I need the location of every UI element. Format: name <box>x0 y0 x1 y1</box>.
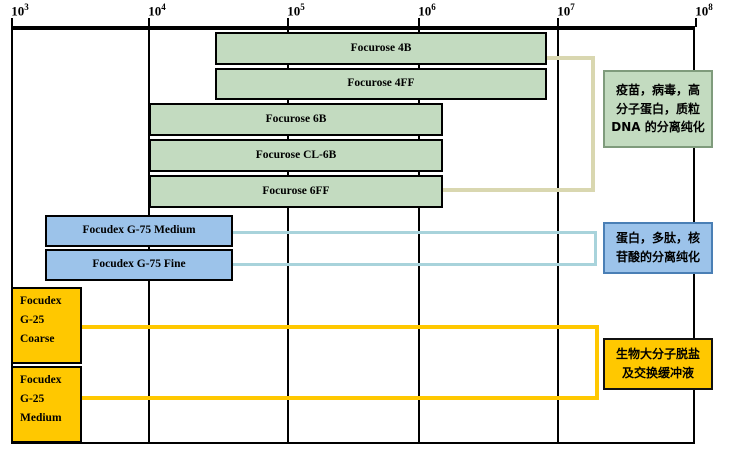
connector-green-top-horizontal <box>545 56 595 60</box>
bar-focudex-g75-medium[interactable]: Focudex G-75 Medium <box>45 215 233 247</box>
x-axis-line <box>11 26 695 28</box>
bar-focurose-4b[interactable]: Focurose 4B <box>215 32 547 65</box>
bar-focudex-g75-fine[interactable]: Focudex G-75 Fine <box>45 249 233 281</box>
connector-blue-vertical <box>594 231 597 265</box>
bar-focudex-g25-medium[interactable]: Focudex G-25 Medium <box>11 366 82 443</box>
callout-g25-applications: 生物大分子脱盐 及交换缓冲液 <box>603 338 713 390</box>
axis-tick-label-5: 107 <box>557 2 575 19</box>
gridline-1e7 <box>557 28 559 444</box>
axis-tick-exp-4: 6 <box>431 2 436 12</box>
bar-focurose-4ff[interactable]: Focurose 4FF <box>215 68 547 100</box>
connector-green-vertical <box>591 56 595 190</box>
axis-tick-exp-6: 8 <box>708 2 713 12</box>
callout-yellow-line1: 生物大分子脱盐 <box>615 347 700 362</box>
callout-agarose-applications: 疫苗，病毒，高 分子蛋白，质粒 DNA 的分离纯化 <box>603 70 713 148</box>
axis-tick-label-4: 106 <box>418 2 436 19</box>
bar-label-focurose-6ff: Focurose 6FF <box>262 184 330 197</box>
bar-label-focurose-4ff: Focurose 4FF <box>347 77 415 90</box>
bar-focurose-6b[interactable]: Focurose 6B <box>149 103 443 136</box>
bar-label-focurose-4b: Focurose 4B <box>350 41 412 54</box>
callout-green-line3: DNA 的分离纯化 <box>611 120 705 135</box>
connector-yellow-vertical <box>595 325 599 400</box>
axis-tick-label-6: 108 <box>695 2 713 19</box>
connector-yellow-top-horizontal <box>80 325 598 329</box>
axis-tick-base-6: 10 <box>695 3 709 19</box>
axis-tick-base-4: 10 <box>418 3 432 19</box>
axis-tick-label-3: 105 <box>287 2 305 19</box>
bar-label-focurose-cl-6b: Focurose CL-6B <box>255 148 337 161</box>
axis-tick-exp-3: 5 <box>300 2 305 12</box>
bar-label-focudex-g75-medium: Focudex G-75 Medium <box>82 224 196 237</box>
bar-focudex-g25-coarse[interactable]: Focudex G-25 Coarse <box>11 287 82 364</box>
bar-label-focudex-g25-coarse-line1: Focudex <box>20 295 62 307</box>
axis-tick-base-5: 10 <box>557 3 571 19</box>
axis-tick-5 <box>557 18 559 27</box>
bar-label-focudex-g25-coarse-line3: Coarse <box>20 333 55 346</box>
bar-focurose-cl-6b[interactable]: Focurose CL-6B <box>149 139 443 172</box>
axis-tick-4 <box>418 18 420 27</box>
callout-green-line2: 分子蛋白，质粒 <box>615 101 700 116</box>
axis-tick-exp-1: 3 <box>24 2 29 12</box>
callout-green-line1: 疫苗，病毒，高 <box>615 83 700 98</box>
bar-label-focudex-g75-fine: Focudex G-75 Fine <box>92 258 186 271</box>
axis-tick-2 <box>148 18 150 27</box>
bar-label-focudex-g25-coarse-line2: G-25 <box>20 314 45 327</box>
gridline-1e6 <box>418 28 420 444</box>
bar-focurose-6ff[interactable]: Focurose 6FF <box>149 175 443 208</box>
axis-tick-3 <box>287 18 289 27</box>
bar-label-focudex-g25-medium-line1: Focudex <box>20 374 62 386</box>
axis-tick-base-1: 10 <box>11 3 25 19</box>
axis-tick-base-2: 10 <box>148 3 162 19</box>
callout-g75-applications: 蛋白，多肽，核 苷酸的分离纯化 <box>603 222 713 274</box>
axis-tick-exp-2: 4 <box>161 2 166 12</box>
axis-tick-label-1: 103 <box>11 2 29 19</box>
axis-tick-1 <box>11 18 13 27</box>
axis-tick-6 <box>695 18 697 27</box>
bar-label-focurose-6b: Focurose 6B <box>265 112 327 125</box>
connector-green-bottom-horizontal <box>441 188 595 192</box>
bar-label-focudex-g25-medium-line2: G-25 <box>20 393 45 406</box>
connector-blue-bottom-horizontal <box>231 263 597 266</box>
connector-blue-top-horizontal <box>231 231 597 234</box>
axis-tick-base-3: 10 <box>287 3 301 19</box>
callout-blue-line2: 苷酸的分离纯化 <box>615 250 700 264</box>
gridline-1e5 <box>287 28 289 444</box>
axis-tick-label-2: 104 <box>148 2 166 19</box>
bar-label-focudex-g25-medium-line3: Medium <box>20 412 62 425</box>
axis-tick-exp-5: 7 <box>570 2 575 12</box>
callout-blue-line1: 蛋白，多肽，核 <box>615 231 700 246</box>
connector-yellow-bottom-horizontal <box>80 396 598 400</box>
callout-yellow-line2: 及交换缓冲液 <box>621 366 694 380</box>
